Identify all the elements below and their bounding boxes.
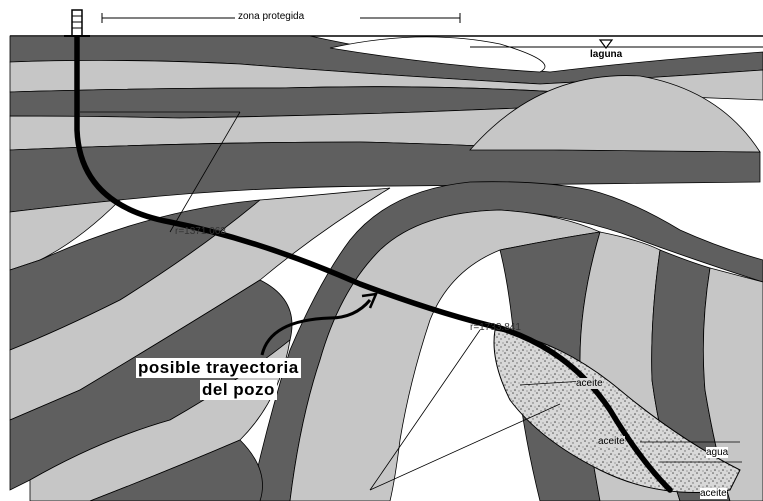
well-trajectory (74, 11, 673, 493)
derrick-icon (64, 9, 90, 37)
protected-zone-label: zona protegida (238, 11, 305, 22)
central-light-band (289, 209, 602, 501)
layer-5-dark (9, 141, 761, 213)
reservoir-body (493, 329, 741, 493)
caption-arrow (260, 299, 372, 356)
fluid-label-oil-1: aceite (576, 378, 603, 389)
water-level-icon (598, 39, 614, 49)
bottom-dark-wedge (89, 439, 263, 501)
radius-line-2b (369, 403, 561, 491)
fluid-label-oil-3: aceite (700, 488, 727, 499)
caption-arrowhead (361, 292, 379, 309)
caption-line-1: posible trayectoria (136, 358, 301, 378)
lagoon-label: laguna (590, 49, 623, 60)
lagoon-lens (329, 36, 546, 73)
radius-line-2a (369, 329, 481, 491)
right-bed-light-2 (702, 267, 763, 501)
anticline-dome (469, 75, 761, 153)
protected-zone-dimension (101, 13, 461, 23)
fluid-label-water: agua (706, 447, 729, 458)
fluid-label-oil-2: aceite (598, 436, 625, 447)
radius-line-1a (169, 111, 241, 233)
radius-label-2: r=1733.841 (470, 322, 521, 333)
radius-label-1: r=1371.063 (175, 226, 226, 237)
left-bed-light-upper (9, 199, 122, 271)
caption-line-2: del pozo (200, 380, 277, 400)
